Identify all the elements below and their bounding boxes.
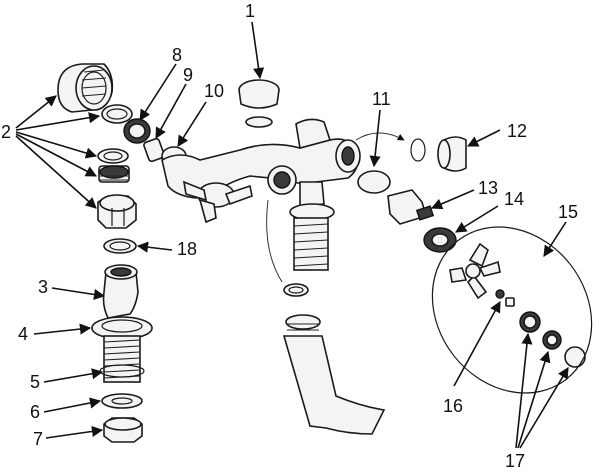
label-6: 6 — [30, 402, 41, 422]
body-shank-part — [293, 217, 329, 271]
label-7: 7 — [33, 429, 44, 449]
nut-14-part — [423, 227, 457, 253]
washer-6-part — [101, 393, 143, 409]
leader-12 — [466, 129, 501, 147]
label-5: 5 — [30, 372, 41, 392]
elbow-cap-part — [57, 63, 114, 113]
leader-2b — [15, 112, 101, 131]
small-o-ring-part — [283, 283, 309, 297]
s-union-part — [102, 264, 139, 319]
o-ring-part — [101, 104, 133, 124]
leader-2e — [15, 135, 97, 209]
leader-5 — [43, 368, 104, 383]
label-4: 4 — [18, 324, 29, 344]
leader-17b — [517, 350, 551, 449]
label-17: 17 — [505, 451, 526, 471]
leader-1 — [251, 21, 265, 80]
cartridge-13-part — [387, 189, 435, 225]
leader-15 — [543, 221, 567, 257]
leader-7 — [45, 425, 104, 439]
spindle-part — [143, 137, 165, 163]
label-11: 11 — [372, 89, 391, 109]
leader-3 — [51, 287, 106, 301]
back-nut-part — [103, 417, 143, 443]
leader-14 — [455, 205, 499, 233]
label-14: 14 — [504, 189, 525, 209]
lever-handle-right-part — [449, 242, 501, 300]
leader-4 — [33, 323, 92, 335]
leader-18 — [136, 241, 173, 253]
cap-part — [238, 79, 280, 128]
lever-handle-left-part — [182, 180, 253, 224]
leader-11 — [369, 109, 381, 168]
leader-2d — [15, 133, 97, 177]
leader-16 — [453, 301, 501, 387]
hex-nut-part — [97, 194, 137, 229]
label-15: 15 — [558, 202, 579, 222]
group-15-ellipse — [431, 226, 593, 394]
leader-6 — [43, 397, 102, 413]
cap-12-part — [437, 136, 467, 172]
spout-part — [282, 314, 386, 435]
valve-seat-part — [123, 118, 151, 144]
leader-10 — [177, 101, 207, 147]
threaded-shank-part — [99, 335, 145, 383]
label-10: 10 — [204, 81, 225, 101]
leader-2c — [15, 131, 98, 159]
disc-17c-part — [564, 346, 586, 368]
ring-17b-part — [542, 330, 562, 350]
ring-left-12-part — [410, 138, 426, 162]
label-16: 16 — [443, 396, 464, 416]
leader-9 — [155, 83, 187, 139]
leader-17a — [515, 332, 533, 449]
label-13: 13 — [478, 178, 499, 198]
threaded-insert-part — [98, 165, 130, 183]
flat-washer-part — [97, 148, 129, 164]
ring-17a-part — [519, 311, 541, 333]
leader-2a — [15, 95, 57, 129]
leader-13 — [430, 189, 475, 210]
tap-body-part — [161, 118, 361, 221]
washer-11-part — [357, 170, 391, 194]
label-2: 2 — [1, 122, 12, 142]
label-18: 18 — [177, 239, 198, 259]
assembly-guide-right — [355, 132, 405, 141]
label-3: 3 — [38, 277, 49, 297]
leader-17c — [519, 367, 569, 449]
leader-8 — [139, 63, 177, 121]
label-12: 12 — [507, 121, 528, 141]
washer-18-part — [103, 238, 137, 254]
label-1: 1 — [245, 1, 256, 21]
label-9: 9 — [183, 65, 194, 85]
assembly-guide-left — [266, 199, 283, 283]
label-8: 8 — [172, 45, 183, 65]
screw-16-part — [495, 289, 515, 307]
